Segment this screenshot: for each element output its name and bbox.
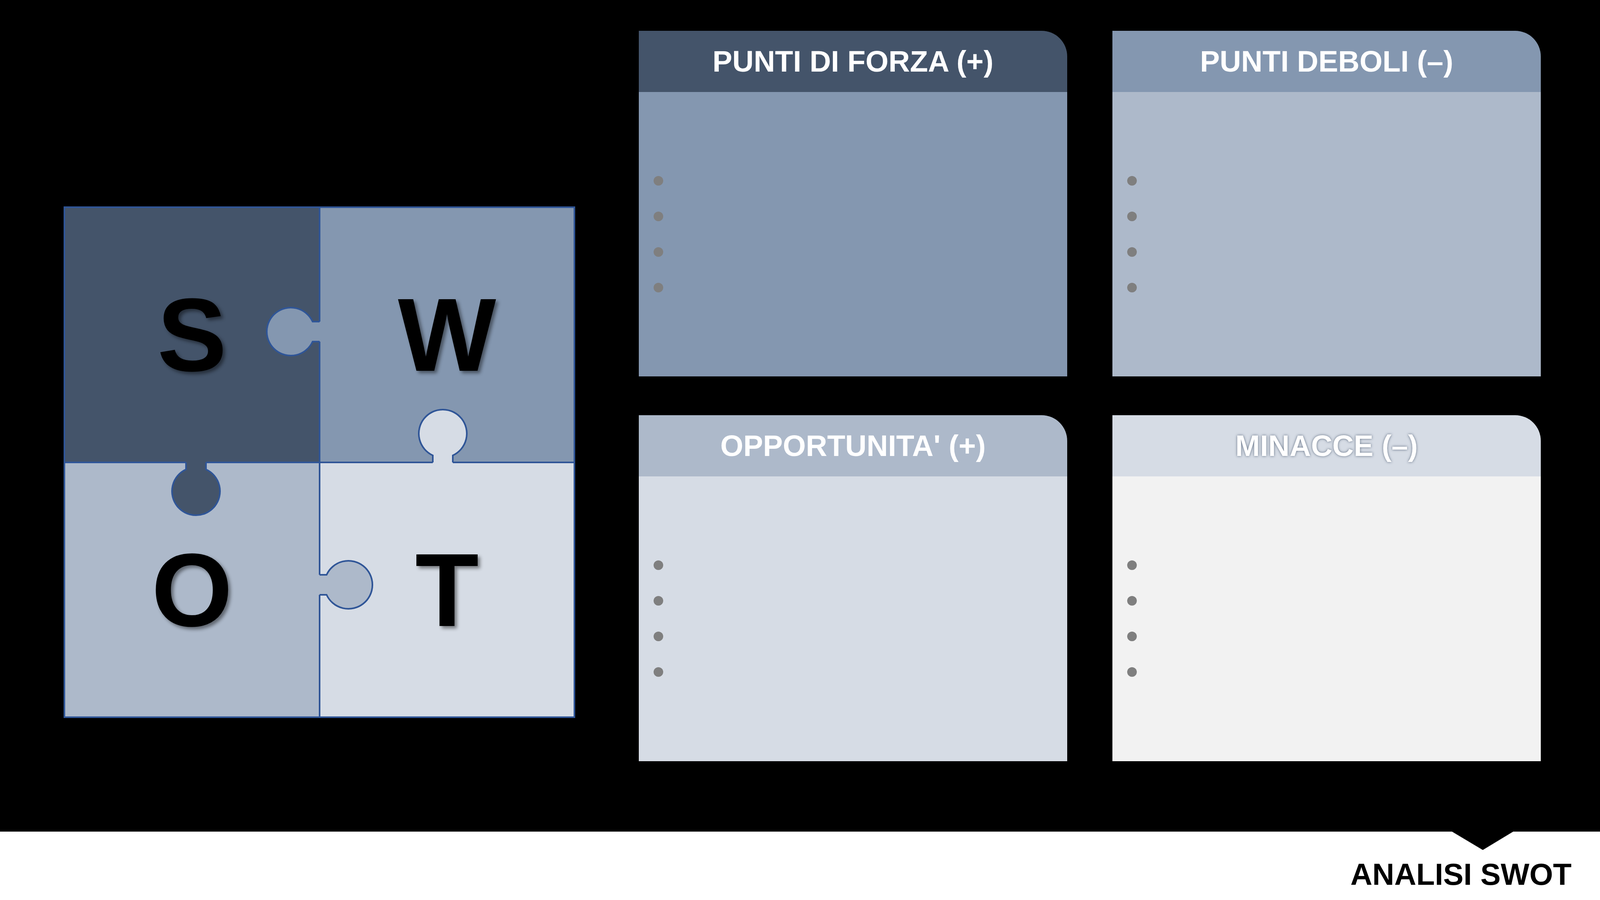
puzzle-tab-outline bbox=[266, 307, 320, 356]
footer-notch bbox=[1452, 831, 1514, 850]
puzzle-tab bbox=[318, 560, 373, 609]
swot-letter: W bbox=[398, 282, 496, 387]
panel-body bbox=[638, 92, 1068, 377]
puzzle-tab-fill bbox=[172, 460, 220, 516]
puzzle-piece: O bbox=[64, 462, 320, 718]
bullet-dot bbox=[1127, 176, 1137, 186]
swot-panel: PUNTI DI FORZA (+) bbox=[638, 30, 1068, 377]
panel-header: MINACCE (–) bbox=[1112, 415, 1541, 477]
panel-body bbox=[638, 476, 1068, 762]
swot-letter: T bbox=[415, 538, 479, 642]
panel-heading: OPPORTUNITA' (+) bbox=[720, 429, 986, 462]
panel-header: PUNTI DI FORZA (+) bbox=[638, 30, 1068, 92]
bullet-dot bbox=[653, 247, 664, 257]
panel-heading: PUNTI DI FORZA (+) bbox=[712, 45, 994, 78]
bullet-dot bbox=[1127, 667, 1137, 677]
bullet-dot bbox=[1127, 631, 1137, 642]
puzzle-tab-outline bbox=[319, 560, 373, 609]
puzzle-tab bbox=[266, 307, 322, 356]
puzzle-tab-fill bbox=[318, 560, 373, 609]
puzzle-tab-fill bbox=[418, 409, 467, 464]
bullet-dot bbox=[653, 282, 664, 293]
swot-letter: O bbox=[151, 538, 233, 642]
puzzle-tab-outline bbox=[418, 409, 467, 463]
bullet-dot bbox=[653, 596, 664, 606]
puzzle-piece: W bbox=[319, 207, 575, 463]
puzzle-tab bbox=[418, 409, 467, 464]
bullet-dot bbox=[653, 667, 664, 677]
panel-body bbox=[1112, 476, 1541, 762]
panel-body bbox=[1112, 92, 1541, 377]
bullet-dot bbox=[653, 560, 664, 570]
panel-header: OPPORTUNITA' (+) bbox=[638, 415, 1068, 477]
puzzle-piece: T bbox=[319, 462, 575, 718]
swot-panel: OPPORTUNITA' (+) bbox=[638, 415, 1068, 762]
panel-heading: MINACCE (–) bbox=[1235, 429, 1418, 462]
bullet-dot bbox=[1127, 596, 1137, 606]
diagram-title: ANALISI SWOT bbox=[1350, 856, 1572, 893]
panel-header: PUNTI DEBOLI (–) bbox=[1112, 30, 1541, 92]
panel-heading: PUNTI DEBOLI (–) bbox=[1200, 45, 1454, 78]
swot-letter: S bbox=[157, 282, 227, 387]
bullet-dot bbox=[1127, 247, 1137, 257]
swot-panel: MINACCE (–) bbox=[1112, 415, 1541, 762]
bullet-dot bbox=[653, 631, 664, 642]
puzzle-tab bbox=[172, 460, 220, 516]
puzzle-tab-fill bbox=[266, 307, 322, 356]
bullet-dot bbox=[653, 211, 664, 222]
bullet-dot bbox=[1127, 560, 1137, 570]
swot-panel: PUNTI DEBOLI (–) bbox=[1112, 30, 1541, 377]
puzzle-piece: S bbox=[64, 207, 320, 463]
puzzle-tab-outline bbox=[172, 462, 220, 516]
bullet-dot bbox=[653, 176, 664, 186]
bullet-dot bbox=[1127, 211, 1137, 222]
bullet-dot bbox=[1127, 282, 1137, 293]
